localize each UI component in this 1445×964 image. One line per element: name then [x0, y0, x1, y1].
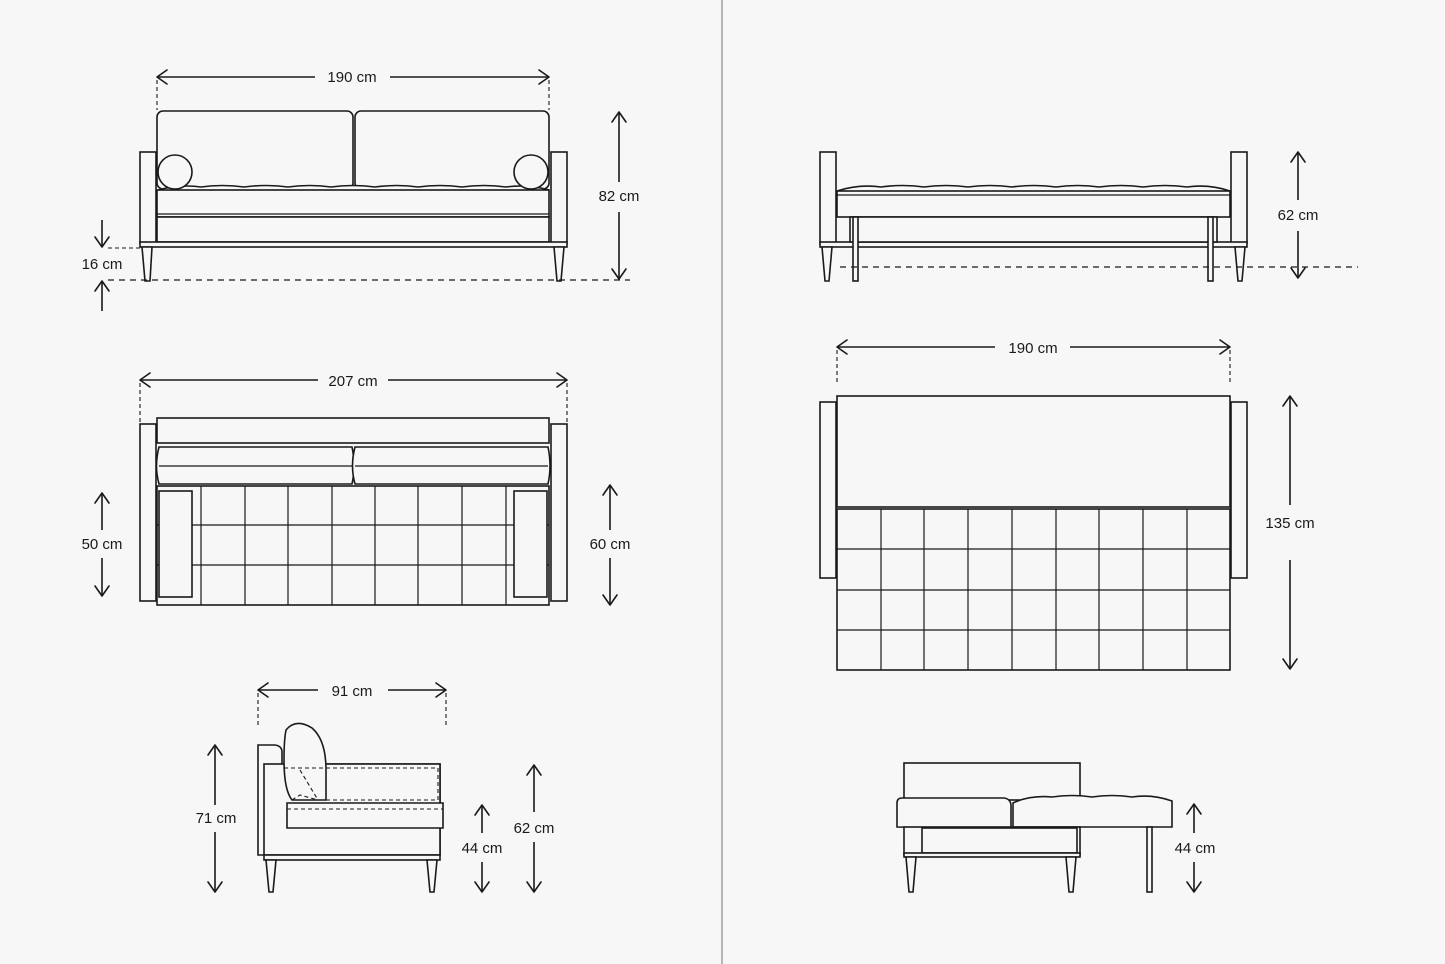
top-width-label: 207 cm: [328, 373, 377, 390]
dimension-bed-width: 190 cm: [836, 339, 1231, 382]
bed-top-view: 190 cm 135 cm: [819, 339, 1315, 671]
bed-length-label: 135 cm: [1265, 515, 1314, 532]
top-arm-depth-label: 60 cm: [590, 536, 631, 553]
bed-front-height-label: 62 cm: [1278, 207, 1319, 224]
side-seat-height-label: 44 cm: [462, 840, 503, 857]
front-height-label: 82 cm: [599, 188, 640, 205]
front-view-sofa: 190 cm 82 cm: [82, 69, 640, 311]
dimension-side-seat-height: 44 cm: [462, 804, 503, 893]
side-arm-height-label: 62 cm: [514, 820, 555, 837]
bed-width-label: 190 cm: [1008, 340, 1057, 357]
dimension-front-width: 190 cm: [156, 69, 550, 110]
dimension-leg-height: 16 cm: [82, 220, 123, 311]
top-view-sofa: 207 cm: [82, 372, 631, 606]
dimension-bed-front-height: 62 cm: [1278, 151, 1319, 279]
dimension-side-arm-height: 62 cm: [514, 764, 555, 893]
dimension-bed-side-seat-height: 44 cm: [1175, 803, 1216, 893]
dimension-top-width: 207 cm: [139, 372, 568, 423]
dimension-front-height: 82 cm: [599, 111, 640, 280]
dimension-side-height: 71 cm: [196, 744, 237, 893]
leg-height-label: 16 cm: [82, 256, 123, 273]
side-view-sofa: 91 cm 71 cm 44 cm: [196, 682, 555, 893]
dimension-bed-length: 135 cm: [1265, 395, 1315, 670]
bed-side-seat-height-label: 44 cm: [1175, 840, 1216, 857]
dimension-side-depth: 91 cm: [257, 682, 447, 725]
front-width-label: 190 cm: [327, 69, 376, 86]
dimension-top-seat-depth: 50 cm: [82, 492, 123, 597]
top-seat-depth-label: 50 cm: [82, 536, 123, 553]
side-depth-label: 91 cm: [332, 683, 373, 700]
dimension-top-arm-depth: 60 cm: [590, 484, 631, 606]
side-height-label: 71 cm: [196, 810, 237, 827]
bed-side-view: 44 cm: [896, 762, 1216, 893]
bed-front-view: 62 cm: [819, 151, 1358, 282]
